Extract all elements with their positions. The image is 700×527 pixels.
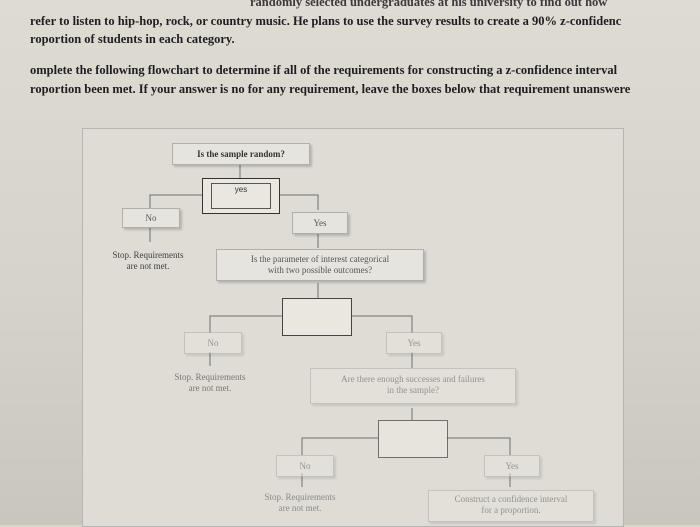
yes-option-3[interactable]: Yes [484, 455, 540, 477]
question-categorical-box: Is the parameter of interest categorical… [216, 249, 424, 281]
yes-option-1[interactable]: Yes [292, 212, 348, 234]
yes-option-1-label: Yes [313, 218, 327, 228]
clipped-top-line: randomly selected undergraduates at his … [250, 0, 608, 9]
stop-1-line-2: are not met. [126, 261, 170, 271]
no-option-2-label: No [207, 338, 219, 348]
question-random-label: Is the sample random? [197, 149, 285, 159]
final-construct-box: Construct a confidence interval for a pr… [428, 490, 594, 522]
question-line-2: roportion of students in each category. [30, 32, 235, 46]
question-random-box: Is the sample random? [172, 143, 310, 165]
question-successes-line-2: in the sample? [387, 385, 439, 395]
answer-random-value: yes [211, 183, 271, 209]
yes-option-2[interactable]: Yes [386, 332, 442, 354]
stop-2-line-1: Stop. Requirements [174, 372, 246, 382]
stop-3-line-2: are not met. [278, 503, 322, 513]
question-categorical-line-1: Is the parameter of interest categorical [250, 254, 390, 264]
final-line-1: Construct a confidence interval [454, 494, 568, 504]
yes-option-3-label: Yes [505, 461, 519, 471]
stop-message-2: Stop. Requirements are not met. [154, 372, 266, 394]
answer-box-successes[interactable] [378, 420, 448, 458]
question-categorical-line-2: with two possible outcomes? [267, 265, 373, 275]
stop-message-1: Stop. Requirements are not met. [92, 250, 204, 272]
stop-3-line-1: Stop. Requirements [264, 492, 336, 502]
question-successes-line-1: Are there enough successes and failures [341, 374, 485, 384]
question-line-1: refer to listen to hip-hop, rock, or cou… [30, 14, 622, 28]
no-option-2[interactable]: No [184, 332, 242, 354]
stop-1-line-1: Stop. Requirements [112, 250, 184, 260]
yes-option-2-label: Yes [407, 338, 421, 348]
no-option-3-label: No [299, 461, 311, 471]
question-successes-box: Are there enough successes and failures … [310, 368, 516, 404]
question-line-3: omplete the following flowchart to deter… [30, 63, 618, 77]
answer-box-random[interactable]: yes [202, 178, 280, 214]
stop-message-3: Stop. Requirements are not met. [244, 492, 356, 514]
no-option-1[interactable]: No [122, 208, 180, 228]
stop-2-line-2: are not met. [188, 383, 232, 393]
question-line-4: roportion been met. If your answer is no… [30, 82, 631, 96]
answer-box-categorical[interactable] [282, 298, 352, 336]
no-option-3[interactable]: No [276, 455, 334, 477]
final-line-2: for a proportion. [481, 505, 541, 515]
no-option-1-label: No [145, 213, 157, 223]
